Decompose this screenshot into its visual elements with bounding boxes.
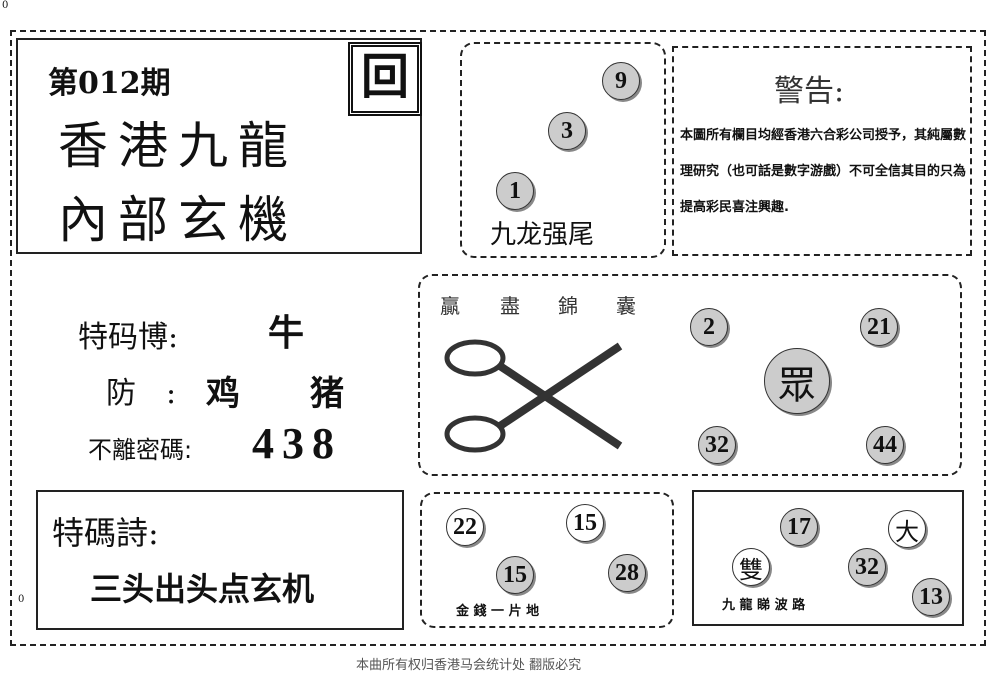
ball: 9 <box>602 62 640 100</box>
poem-text: 三头出头点玄机 <box>90 570 315 608</box>
jinqian-box: 22 15 15 28 金 錢 一 片 地 <box>420 492 674 628</box>
jiulong-caption: 九龙强尾 <box>490 220 595 250</box>
title-line1: 香港九龍 <box>58 117 298 175</box>
jinnang-title-char: 盡 <box>500 294 520 318</box>
bolu-caption: 九 龍 睇 波 路 <box>722 598 806 613</box>
ball: 21 <box>860 308 898 346</box>
tema-value: 牛 <box>268 312 305 354</box>
jinnang-title-char: 贏 <box>440 294 460 318</box>
buli-value: 438 <box>252 419 342 468</box>
ball: 32 <box>698 426 736 464</box>
page-frame <box>10 30 986 646</box>
scissors-icon <box>444 339 623 453</box>
footer-text: 本曲所有权归香港马会统计处 翻版必究 <box>356 658 582 673</box>
ball: 2 <box>690 308 728 346</box>
picks-section: 特码博: 牛 防 : 鸡 猪 不離密碼: 438 <box>20 290 400 480</box>
warning-box: 警告: 本圖所有欄目均經香港六合彩公司授予，其純屬數理研究（也可話是數字游戲）不… <box>672 46 972 256</box>
jinnang-box: 贏 盡 錦 囊 2 21 32 44 眾 <box>418 274 962 476</box>
left-mark: 0 <box>18 594 25 605</box>
bolu-box: 17 大 雙 32 13 九 龍 睇 波 路 <box>692 490 964 626</box>
jinnang-title-char: 錦 <box>558 294 578 318</box>
center-ball: 眾 <box>764 348 830 414</box>
warning-title: 警告: <box>774 74 845 109</box>
ball: 3 <box>548 112 586 150</box>
issue-number: 第012期 <box>48 66 171 101</box>
title-line2: 內部玄機 <box>58 191 298 249</box>
ball: 雙 <box>732 548 770 586</box>
ball: 32 <box>848 548 886 586</box>
ball: 1 <box>496 172 534 210</box>
ball: 17 <box>780 508 818 546</box>
ball: 大 <box>888 510 926 548</box>
buli-label: 不離密碼: <box>88 436 193 464</box>
corner-mark: 0 <box>2 0 9 11</box>
tema-label: 特码博: <box>78 320 179 355</box>
warning-text: 本圖所有欄目均經香港六合彩公司授予，其純屬數理研究（也可話是數字游戲）不可全信其… <box>680 128 967 215</box>
logo: 回 <box>348 42 422 116</box>
ball: 28 <box>608 554 646 592</box>
fang-value: 猪 <box>310 374 344 414</box>
jinqian-caption: 金 錢 一 片 地 <box>456 604 540 619</box>
ball: 44 <box>866 426 904 464</box>
poem-box: 特碼詩: 三头出头点玄机 <box>36 490 404 630</box>
ball: 22 <box>446 508 484 546</box>
jinnang-title-char: 囊 <box>616 294 636 318</box>
fang-label: 防 : <box>106 376 177 411</box>
ball: 13 <box>912 578 950 616</box>
ball: 15 <box>496 556 534 594</box>
jiulong-box: 9 3 1 九龙强尾 <box>460 42 666 258</box>
fang-value: 鸡 <box>206 374 240 414</box>
poem-label: 特碼詩: <box>52 514 159 552</box>
header-box: 第012期 香港九龍 內部玄機 回 <box>16 38 422 254</box>
ball: 15 <box>566 504 604 542</box>
